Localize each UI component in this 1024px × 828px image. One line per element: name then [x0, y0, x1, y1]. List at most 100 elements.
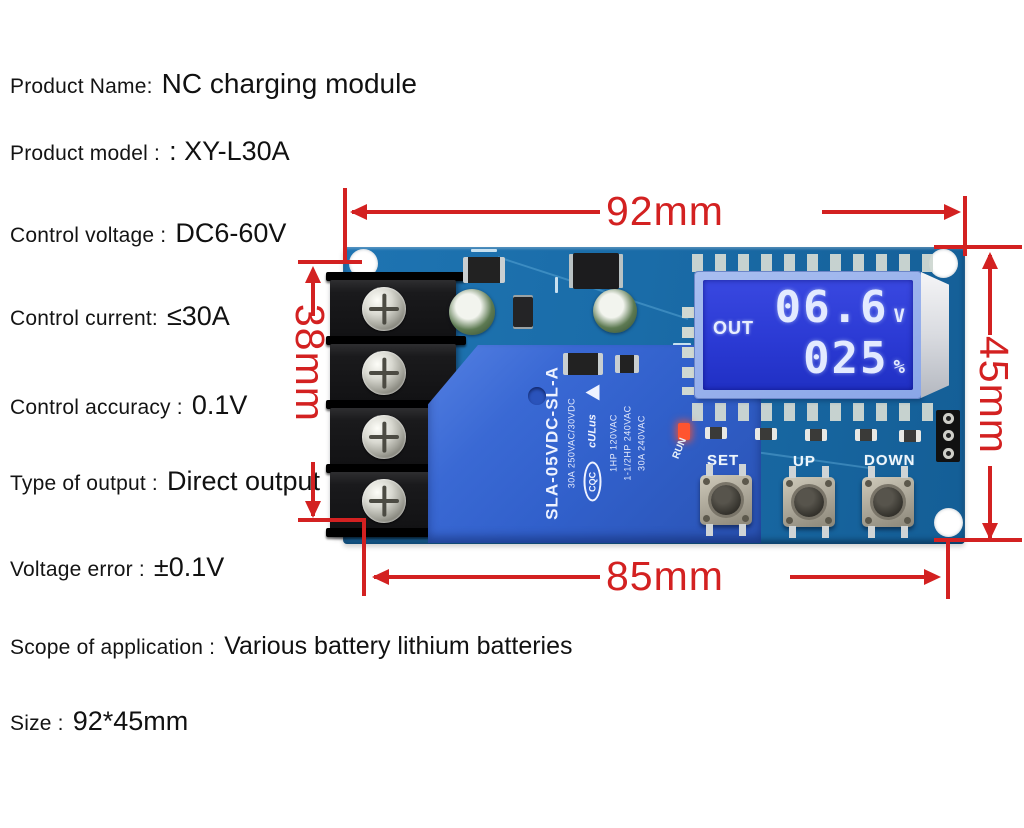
button-pin: [786, 517, 793, 524]
button-cap: [711, 485, 741, 515]
spec-label: Size :: [10, 712, 64, 735]
ul-mark-icon: cULus: [586, 414, 599, 448]
screw-slot: [382, 421, 386, 453]
button-leg: [868, 466, 875, 478]
spec-row-control-current: Control current: ≤30A: [10, 301, 230, 332]
button-pin: [865, 480, 872, 487]
relay-rating4-text: 30A 240VAC: [636, 415, 647, 471]
solder-pad-row-bottom: [692, 403, 936, 421]
terminal-screw-icon: [362, 415, 406, 459]
arrow-left-icon: [372, 569, 389, 585]
lcd-percent-value: 025: [803, 333, 889, 384]
terminal-screw-icon: [362, 287, 406, 331]
lcd-voltage-value: 06.6: [774, 282, 889, 333]
button-pin: [825, 480, 832, 487]
arrow-left-icon: [350, 204, 367, 220]
dimension-line: [374, 575, 600, 579]
spec-row-voltage-error: Voltage error : ±0.1V: [10, 552, 224, 583]
spec-label: Control voltage :: [10, 224, 167, 247]
spec-row-size: Size : 92*45mm: [10, 706, 188, 737]
set-button-label: SET: [707, 452, 740, 469]
dimension-right-label: 45mm: [971, 336, 1017, 454]
dimension-tick: [934, 245, 1022, 249]
arrow-down-icon: [982, 523, 998, 540]
spec-label: Product Name:: [10, 75, 153, 98]
lcd-percent-readout: 025 %: [803, 337, 905, 381]
button-cap: [873, 487, 903, 517]
terminal-fin: [326, 272, 466, 281]
terminal-fin: [326, 400, 466, 409]
cqc-mark-icon: CQC: [583, 461, 602, 502]
lcd-screen: OUT 06.6 V 025 %: [703, 280, 913, 390]
dimension-line: [790, 575, 928, 579]
smd-resistor: [855, 429, 877, 441]
screw-slot: [382, 293, 386, 325]
dimension-tick: [934, 538, 1022, 542]
lcd-side-edge: [921, 272, 949, 398]
smd-diode: [463, 257, 505, 283]
relay-rating2-text: 1HP 120VAC: [608, 414, 619, 472]
smd-resistor: [615, 355, 639, 373]
pcb-board: SLA-05VDC-SL-A 30A 250VAC/30VDC CQC cULu…: [326, 247, 965, 544]
sot23-transistor: [513, 297, 533, 327]
down-button: [862, 466, 914, 538]
spec-row-product-name: Product Name: NC charging module: [10, 68, 417, 100]
button-cap: [794, 487, 824, 517]
dimension-tick: [298, 260, 362, 264]
button-pin: [742, 515, 749, 522]
relay-rating3-text: 1-1/2HP 240VAC: [622, 405, 633, 481]
dimension-line: [988, 255, 992, 335]
dimension-tick: [963, 196, 967, 256]
screw-slot: [382, 357, 386, 389]
smd-resistor: [899, 430, 921, 442]
silkscreen-mark: [471, 249, 497, 252]
smd-resistor: [705, 427, 727, 439]
sop8-ic-chip: [573, 253, 619, 289]
solder-pad-row-top: [692, 254, 944, 272]
terminal-fin: [326, 528, 466, 537]
pin-hole: [942, 413, 954, 425]
spec-row-type-of-output: Type of output : Direct output: [10, 466, 320, 497]
terminal-screw-icon: [362, 351, 406, 395]
spec-value: DC6-60V: [175, 218, 287, 248]
terminal-fin: [326, 336, 466, 345]
up-button-label: UP: [793, 453, 816, 470]
silkscreen-mark: [555, 277, 558, 293]
pin-hole: [942, 447, 954, 459]
spec-label: Voltage error :: [10, 558, 145, 581]
set-button: [700, 464, 752, 536]
up-button: [783, 466, 835, 538]
button-leg: [868, 526, 875, 538]
pin-header: [936, 410, 960, 462]
dimension-line: [988, 466, 992, 538]
spec-row-control-voltage: Control voltage : DC6-60V: [10, 218, 286, 249]
spec-value: ±0.1V: [153, 552, 225, 582]
spec-label: Product model :: [10, 142, 161, 165]
button-pin: [703, 478, 710, 485]
dimension-line: [352, 210, 600, 214]
dimension-bottom-label: 85mm: [606, 553, 724, 599]
button-pin: [825, 517, 832, 524]
button-pin: [904, 480, 911, 487]
dimension-line: [311, 270, 315, 316]
dimension-line: [311, 462, 315, 516]
relay-model-text: SLA-05VDC-SL-A: [542, 366, 562, 520]
lcd-voltage-readout: 06.6 V: [775, 286, 905, 330]
dimension-top-label: 92mm: [606, 188, 724, 234]
button-leg: [706, 524, 713, 536]
screw-slot: [382, 485, 386, 517]
spec-value: NC charging module: [161, 68, 417, 99]
dimension-tick: [298, 518, 366, 522]
spec-label: Control current:: [10, 307, 158, 330]
lcd-percent-unit: %: [893, 356, 905, 378]
dimension-tick: [362, 518, 366, 596]
button-leg: [822, 526, 829, 538]
spec-value: Various battery lithium batteries: [224, 632, 573, 660]
spec-row-scope: Scope of application : Various battery l…: [10, 632, 573, 661]
relay-dimple: [528, 387, 546, 405]
button-pin: [703, 515, 710, 522]
spec-value: 92*45mm: [72, 706, 189, 736]
pin-hole: [942, 430, 954, 442]
button-pin: [786, 480, 793, 487]
button-leg: [901, 526, 908, 538]
